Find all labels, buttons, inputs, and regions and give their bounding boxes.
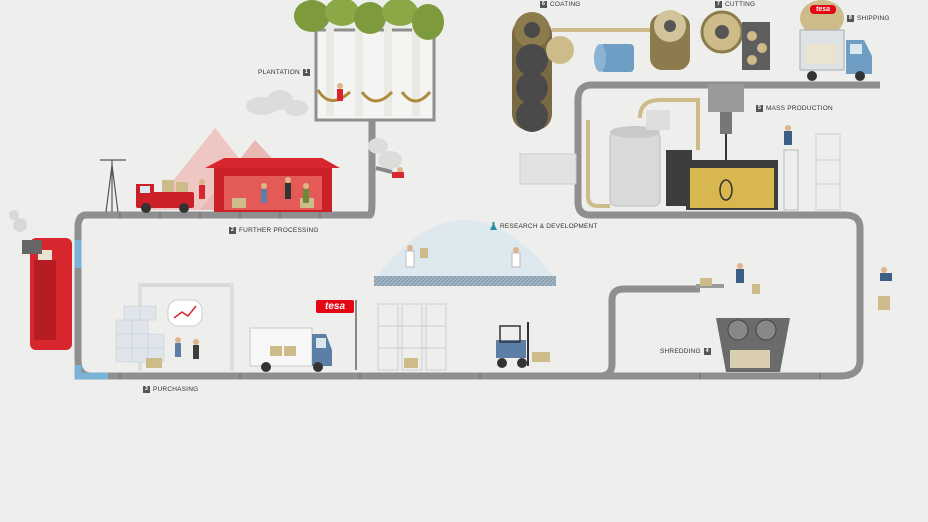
red-dispenser-machine xyxy=(9,210,72,350)
stage-label-coating: 6 COATING xyxy=(540,1,581,8)
stage-label-purchasing: 3 PURCHASING xyxy=(143,386,198,393)
stage-label-text: COATING xyxy=(550,1,581,8)
stage-label-text: PURCHASING xyxy=(153,386,199,393)
stage-number-badge: 4 xyxy=(703,348,711,355)
stage-number-badge: 6 xyxy=(540,1,547,8)
conveyor-track xyxy=(74,81,880,380)
stage-number-badge: 8 xyxy=(847,15,854,22)
track-accent xyxy=(74,365,108,380)
coating-rollers xyxy=(512,10,690,132)
research-label-text: RESEARCH & DEVELOPMENT xyxy=(500,222,598,230)
stage-number-badge: 3 xyxy=(143,386,150,393)
research-dome xyxy=(374,220,556,286)
stage-label-shredding: SHREDDING 4 xyxy=(660,348,711,355)
shipping-truck xyxy=(799,0,872,81)
mass-production-plant xyxy=(519,98,841,211)
stage-label-text: MASS PRODUCTION xyxy=(766,105,833,112)
plantation-trees xyxy=(294,0,444,122)
stage-number-badge: 5 xyxy=(756,105,763,112)
clouds xyxy=(246,90,402,169)
purchasing-warehouse xyxy=(115,283,234,371)
stage-label-further-processing: 2 FURTHER PROCESSING xyxy=(229,227,319,234)
red-pickup-truck xyxy=(136,179,205,213)
stage-label-mass-production: 5 MASS PRODUCTION xyxy=(756,105,833,112)
worker-on-pipe xyxy=(375,166,404,178)
conveyor-ties xyxy=(119,212,821,379)
stage-label-text: SHREDDING xyxy=(660,348,701,355)
delivery-truck xyxy=(249,300,357,372)
research-label: RESEARCH & DEVELOPMENT xyxy=(490,222,598,230)
worker-right-edge xyxy=(878,267,892,310)
stage-number-badge: 1 xyxy=(302,69,310,76)
stage-label-text: SHIPPING xyxy=(857,15,890,22)
forklift xyxy=(496,322,550,368)
stage-label-text: FURTHER PROCESSING xyxy=(239,227,319,234)
shredding-machine xyxy=(696,263,790,372)
stage-label-shipping: 8 SHIPPING xyxy=(847,15,890,22)
stage-label-plantation: PLANTATION 1 xyxy=(258,69,310,76)
stage-number-badge: 2 xyxy=(229,227,236,234)
storage-racks xyxy=(377,303,447,371)
tesa-logo-sign: tesa xyxy=(316,300,354,313)
stage-label-cutting: 7 CUTTING xyxy=(715,1,755,8)
flask-icon xyxy=(490,222,497,230)
further-processing-shed xyxy=(205,158,340,212)
crane xyxy=(100,159,126,213)
tesa-logo-roll: tesa xyxy=(810,5,836,14)
stage-label-text: CUTTING xyxy=(725,1,756,8)
stage-number-badge: 7 xyxy=(715,1,722,8)
stage-label-text: PLANTATION xyxy=(258,69,300,76)
